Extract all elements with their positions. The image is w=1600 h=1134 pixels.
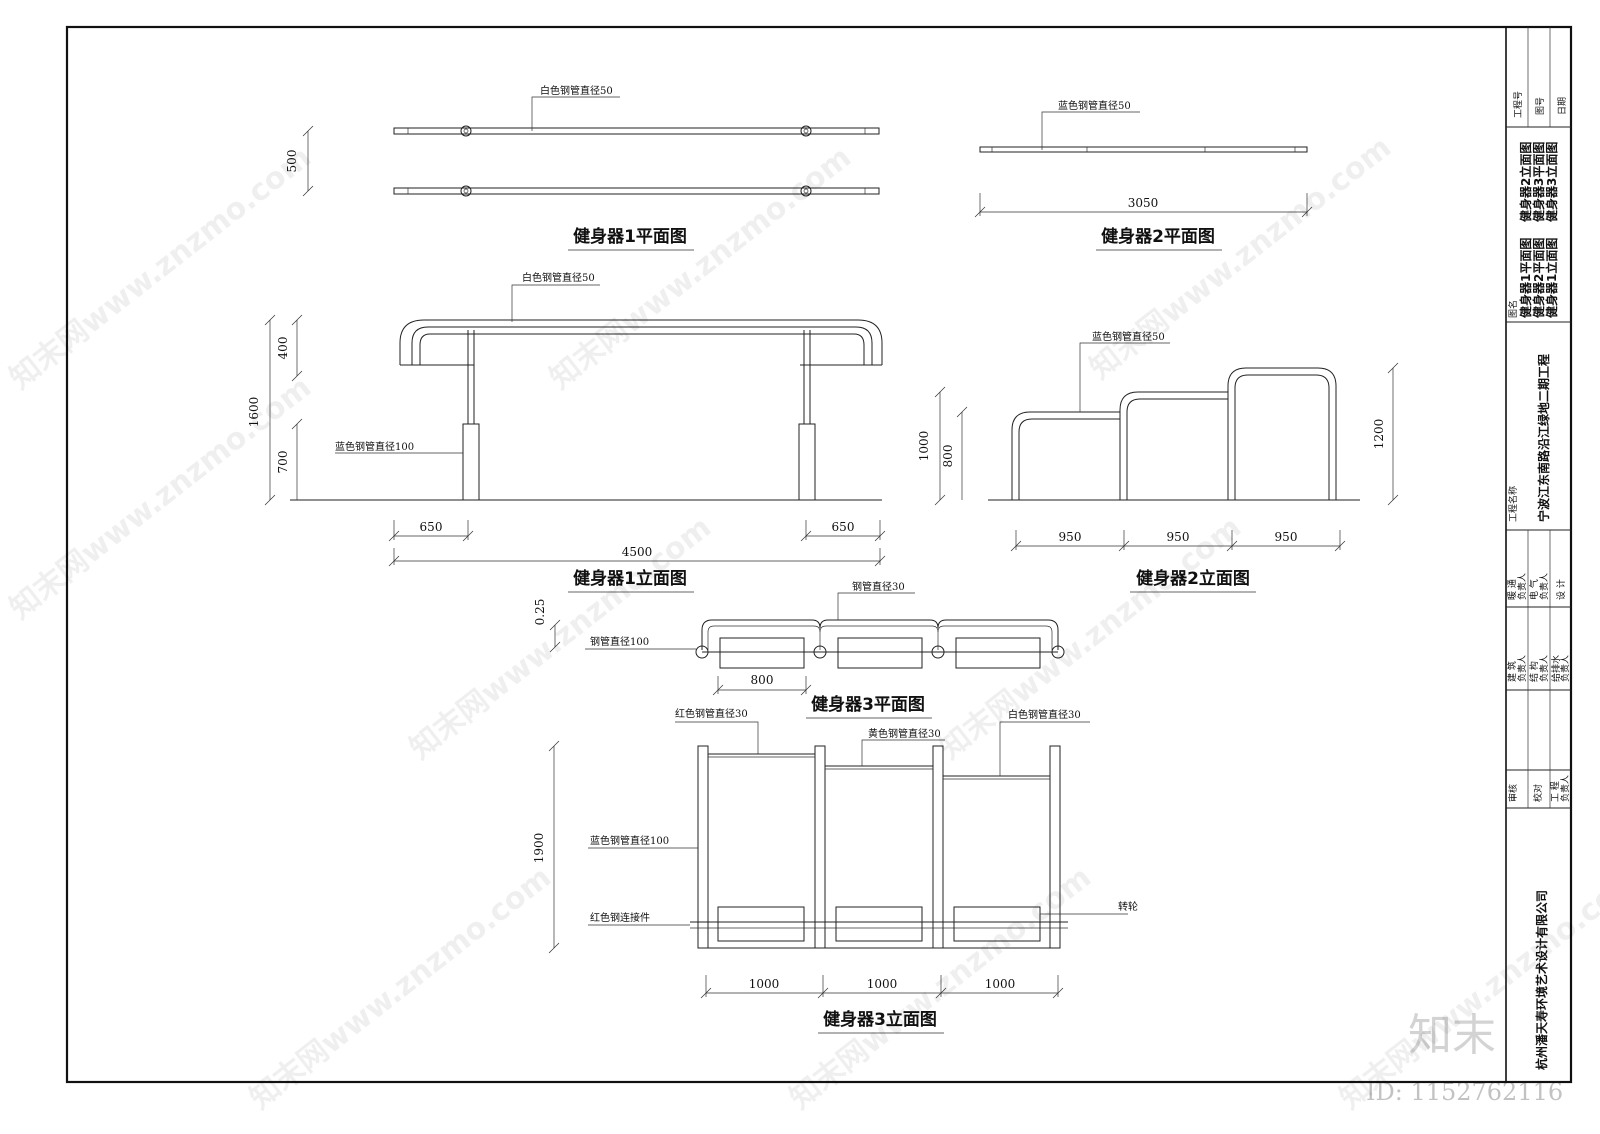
tb-drawing-name: 健身器1平面图 (1518, 238, 1533, 318)
d2-plan-dim-3050: 3050 (1128, 196, 1159, 210)
watermark-text: 知末网www.znzmo.com (543, 140, 858, 397)
d3-plan-dim-025: 0.25 (533, 599, 547, 626)
watermark-text: 知末网www.znzmo.com (1083, 130, 1398, 387)
d2-plan-pipe-label: 蓝色钢管直径50 (1058, 99, 1131, 112)
fitness-3-plan: 钢管直径30 钢管直径100 0.25 800 健身器3平面图 (533, 580, 1065, 719)
d1-plan-title: 健身器1平面图 (573, 226, 687, 247)
tb-drawing-no-label: 图号 (1535, 97, 1546, 115)
watermark-text: 知末网www.znzmo.com (3, 370, 318, 627)
tb-drawing-name: 健身器3立面图 (1544, 142, 1559, 222)
tb-drawing-name: 健身器2立面图 (1518, 142, 1533, 222)
tb-role: 负责人 (1538, 573, 1550, 600)
tb-role: 负责人 (1559, 775, 1571, 802)
d3-plan-title: 健身器3平面图 (811, 694, 925, 715)
watermark-logo: 知末 (1408, 1010, 1496, 1061)
tb-project-no-label: 工程号 (1513, 91, 1524, 118)
tb-role: 给排水 (1550, 655, 1562, 682)
tb-drawing-name: 健身器1立面图 (1544, 238, 1559, 318)
tb-role: 暖 通 (1506, 579, 1518, 600)
tb-drawing-name-label: 图名 (1507, 300, 1519, 318)
tb-role: 审核 (1507, 784, 1519, 802)
d2-elev-pipe-label: 蓝色钢管直径50 (1092, 330, 1165, 343)
tb-role: 负责人 (1516, 655, 1528, 682)
d1-plan-dim-500: 500 (285, 150, 299, 173)
d3-elev-wheel-label: 转轮 (1118, 900, 1138, 913)
d3-elev-yellow-label: 黄色钢管直径30 (868, 727, 941, 740)
watermark-layer: 知末网www.znzmo.com 知末网www.znzmo.com 知末网www… (3, 130, 1600, 1117)
d3-elev-title: 健身器3立面图 (823, 1009, 937, 1030)
tb-role: 电 气 (1528, 579, 1540, 600)
d3-plan-dim-800: 800 (751, 673, 774, 687)
tb-role: 建 筑 (1506, 661, 1518, 682)
d1-elev-dim-700: 700 (276, 451, 290, 474)
tb-role: 负责人 (1538, 655, 1550, 682)
tb-project-name-label: 工程名称 (1507, 486, 1519, 522)
d3-elev-dim-1000a: 1000 (749, 977, 780, 991)
d2-elev-dim-950b: 950 (1167, 530, 1190, 544)
d1-elev-dim-400: 400 (276, 337, 290, 360)
tb-role: 负责人 (1516, 573, 1528, 600)
tb-role: 校对 (1532, 784, 1544, 802)
d3-elev-dim-1000b: 1000 (867, 977, 898, 991)
fitness-3-elevation: 红色钢管直径30 黄色钢管直径30 白色钢管直径30 蓝色钢管直径100 红色钢… (532, 707, 1138, 1034)
watermark-text: 知末网www.znzmo.com (403, 510, 718, 767)
d2-elev-dim-1200: 1200 (1372, 419, 1386, 450)
d2-elev-dim-1000: 1000 (917, 431, 931, 462)
d3-elev-red-label: 红色钢管直径30 (675, 707, 748, 720)
tb-role: 设 计 (1555, 579, 1567, 600)
d2-plan-title: 健身器2平面图 (1101, 226, 1215, 247)
d2-elev-dim-950a: 950 (1059, 530, 1082, 544)
tb-drawing-name: 健身器3平面图 (1531, 142, 1546, 222)
watermark-text: 知末网www.znzmo.com (243, 860, 558, 1117)
tb-role: 结 构 (1528, 661, 1540, 682)
d2-elev-title: 健身器2立面图 (1136, 568, 1250, 589)
d3-elev-connector-label: 红色钢连接件 (590, 911, 650, 924)
tb-role: 负责人 (1559, 655, 1571, 682)
d3-elev-dim-1000c: 1000 (985, 977, 1016, 991)
tb-date-label: 日期 (1557, 97, 1568, 115)
watermark-text: 知末网www.znzmo.com (3, 140, 318, 397)
d2-elev-dim-800: 800 (941, 445, 955, 468)
d3-elev-blue-label: 蓝色钢管直径100 (590, 834, 669, 847)
d3-elev-dim-1900: 1900 (532, 833, 546, 864)
d3-plan-top-label: 钢管直径30 (852, 580, 905, 593)
d3-elev-wheels (717, 906, 1041, 942)
d1-elev-dim-650a: 650 (420, 520, 443, 534)
d1-elev-title: 健身器1立面图 (573, 568, 687, 589)
d3-elev-white-label: 白色钢管直径30 (1008, 708, 1081, 721)
fitness-2-elevation: 蓝色钢管直径50 1000 800 1200 950 950 950 健身器2立… (917, 330, 1399, 593)
d1-elev-side-label: 蓝色钢管直径100 (335, 440, 414, 453)
tb-role: 工 程 (1550, 781, 1561, 802)
fitness-1-plan: 白色钢管直径50 500 健身器1平面图 (285, 84, 880, 251)
title-block: 工程号 图号 日期 图名 健身器1平面图 健身器2平面图 健身器1立面图 健身器… (1505, 26, 1572, 1083)
fitness-2-plan: 蓝色钢管直径50 3050 健身器2平面图 (974, 99, 1313, 251)
d1-elev-top-label: 白色钢管直径50 (522, 271, 595, 284)
d1-elev-dim-1600: 1600 (247, 397, 261, 428)
d3-plan-rollers (719, 637, 1041, 669)
d1-plan-pipe-label: 白色钢管直径50 (540, 84, 613, 97)
d3-plan-side-label: 钢管直径100 (590, 635, 649, 648)
tb-roles: 暖 通 负责人 电 气 负责人 设 计 建 筑 负责人 结 构 负责人 给排水 … (1506, 573, 1571, 802)
d1-elev-dim-650b: 650 (832, 520, 855, 534)
fitness-1-elevation: 白色钢管直径50 蓝色钢管直径100 1600 400 700 650 650 … (247, 271, 886, 593)
tb-company: 杭州潘天寿环境艺术设计有限公司 (1534, 890, 1549, 1070)
tb-project-name: 宁波江东南路沿江绿地二期工程 (1536, 354, 1551, 522)
tb-drawing-names: 健身器1平面图 健身器2平面图 健身器1立面图 健身器2立面图 健身器3平面图 … (1518, 142, 1559, 318)
watermark-text: 知末网www.znzmo.com (783, 860, 1098, 1117)
watermark-id: ID: 1152762116 (1366, 1078, 1563, 1106)
d1-elev-dim-4500: 4500 (622, 545, 653, 559)
tb-drawing-name: 健身器2平面图 (1531, 238, 1546, 318)
d2-elev-dim-950c: 950 (1275, 530, 1298, 544)
